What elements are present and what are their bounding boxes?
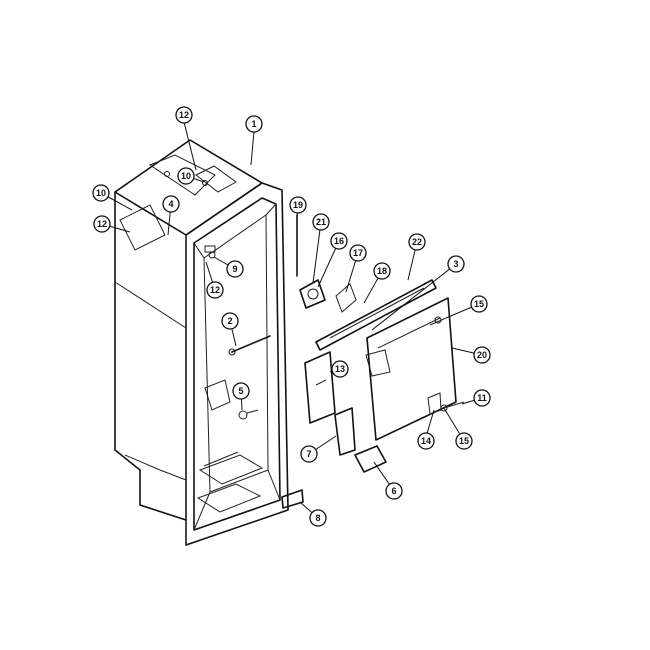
callout-5: 5 xyxy=(232,382,250,400)
svg-text:13: 13 xyxy=(335,364,345,374)
svg-text:15: 15 xyxy=(459,436,469,446)
svg-text:16: 16 xyxy=(334,236,344,246)
svg-text:9: 9 xyxy=(232,264,237,274)
svg-text:8: 8 xyxy=(315,513,320,523)
svg-text:21: 21 xyxy=(316,217,326,227)
svg-text:19: 19 xyxy=(293,200,303,210)
svg-text:12: 12 xyxy=(210,285,220,295)
callout-18: 18 xyxy=(373,262,391,280)
svg-text:6: 6 xyxy=(391,486,396,496)
svg-text:10: 10 xyxy=(96,188,106,198)
callout-17: 17 xyxy=(349,244,367,262)
svg-text:11: 11 xyxy=(477,393,487,403)
callout-12c: 12 xyxy=(206,281,224,299)
svg-text:3: 3 xyxy=(453,259,458,269)
svg-text:10: 10 xyxy=(181,171,191,181)
callout-1: 1 xyxy=(245,115,263,133)
svg-text:22: 22 xyxy=(412,237,422,247)
callout-4: 4 xyxy=(162,195,180,213)
svg-text:12: 12 xyxy=(179,110,189,120)
callout-3: 3 xyxy=(447,255,465,273)
callout-19: 19 xyxy=(289,196,307,214)
svg-text:15: 15 xyxy=(474,299,484,309)
callout-6: 6 xyxy=(385,482,403,500)
evaporator-assembly xyxy=(281,214,465,509)
callout-8: 8 xyxy=(309,509,327,527)
callout-12b: 12 xyxy=(93,215,111,233)
svg-text:4: 4 xyxy=(168,199,173,209)
svg-text:14: 14 xyxy=(421,436,431,446)
svg-text:17: 17 xyxy=(353,248,363,258)
callout-15b: 15 xyxy=(455,432,473,450)
callout-10b: 10 xyxy=(92,184,110,202)
leader-lines xyxy=(100,121,483,519)
svg-text:7: 7 xyxy=(306,449,311,459)
callout-20: 20 xyxy=(473,346,491,364)
svg-text:2: 2 xyxy=(227,316,232,326)
callout-10a: 10 xyxy=(177,167,195,185)
callout-13: 13 xyxy=(331,360,349,378)
callout-14: 14 xyxy=(417,432,435,450)
callout-9: 9 xyxy=(226,260,244,278)
svg-text:12: 12 xyxy=(97,219,107,229)
svg-text:1: 1 xyxy=(251,119,256,129)
callout-16: 16 xyxy=(330,232,348,250)
callout-22: 22 xyxy=(408,233,426,251)
callout-2: 2 xyxy=(221,312,239,330)
callout-21: 21 xyxy=(312,213,330,231)
callout-12a: 12 xyxy=(175,106,193,124)
callout-11: 11 xyxy=(473,389,491,407)
callout-7: 7 xyxy=(300,445,318,463)
callout-15a: 15 xyxy=(470,295,488,313)
cabinet-liner xyxy=(114,139,289,546)
svg-text:5: 5 xyxy=(238,386,243,396)
svg-text:20: 20 xyxy=(477,350,487,360)
svg-text:18: 18 xyxy=(377,266,387,276)
